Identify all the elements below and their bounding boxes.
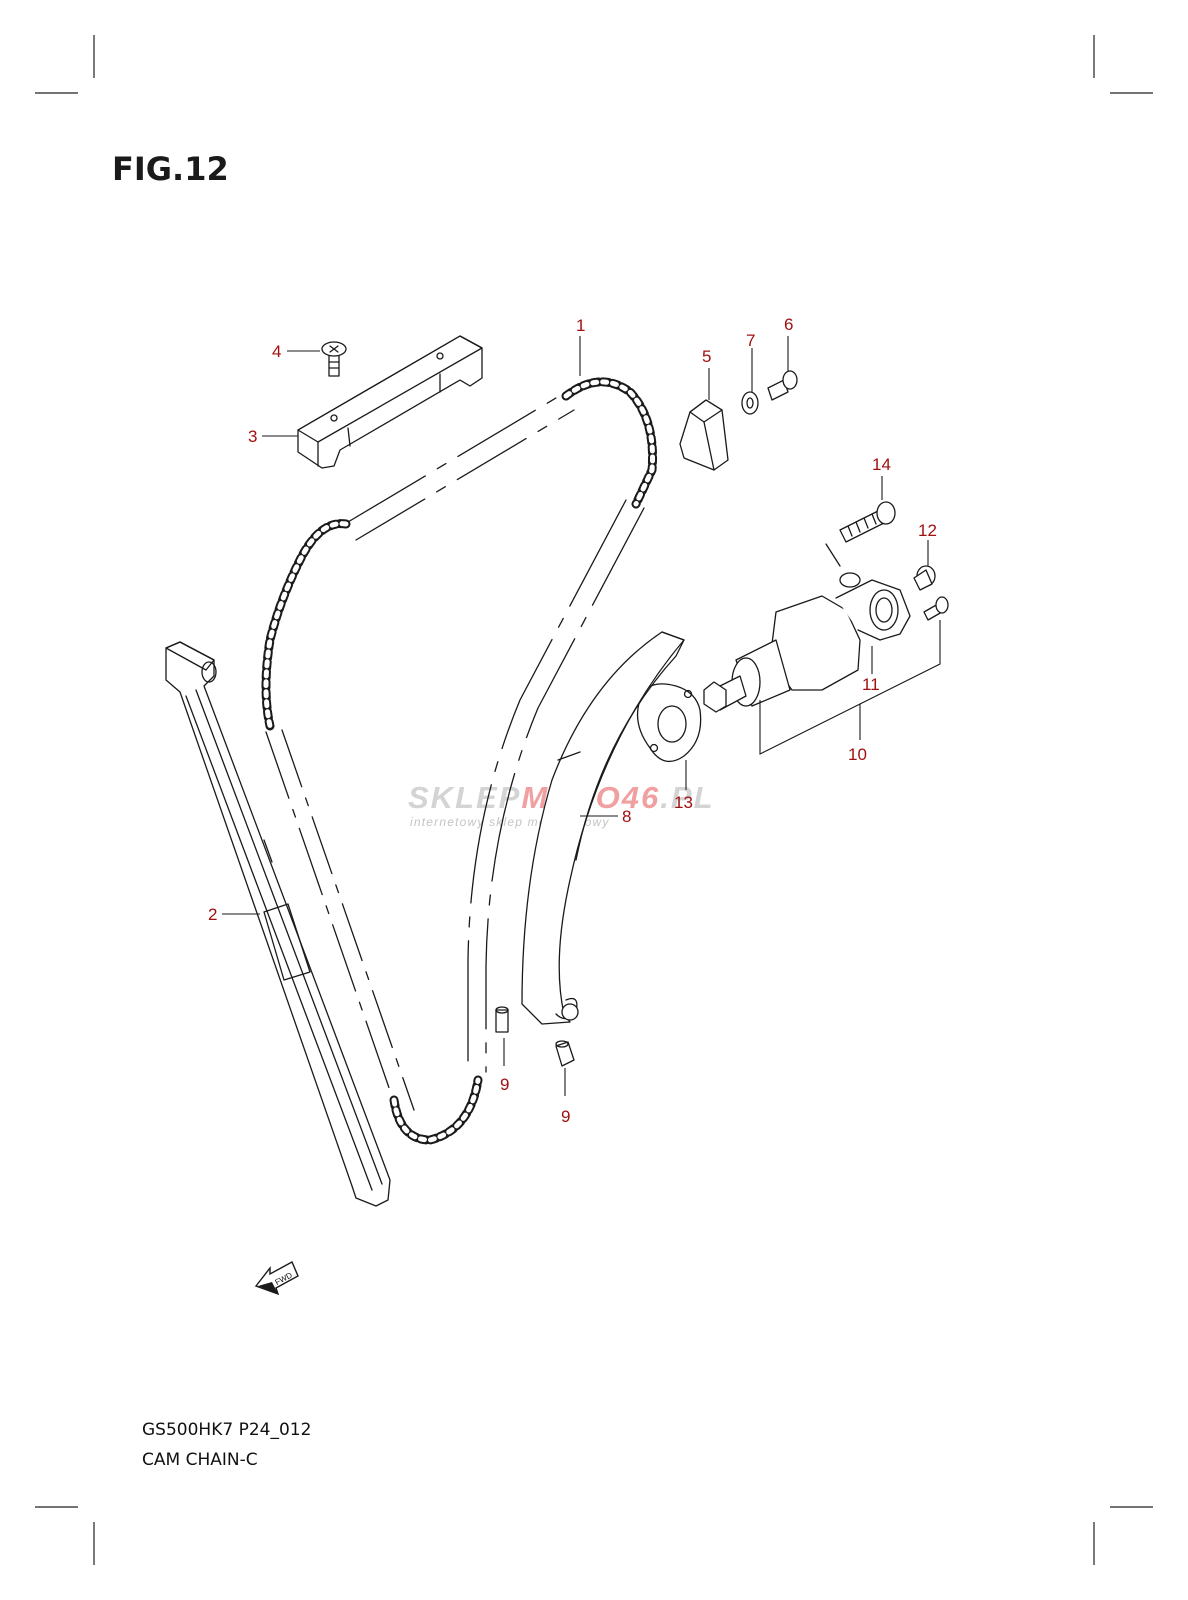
callout-5: 5 (702, 347, 711, 366)
watermark-brand-part1: SKLEP (408, 780, 521, 815)
callout-2: 2 (208, 905, 217, 924)
dowel-pin-9b (555, 1040, 575, 1067)
model-code: GS500HK7 P24_012 (142, 1420, 312, 1440)
tensioner-cap (679, 399, 729, 471)
svg-text:SKLEPMOTO46.PL: SKLEPMOTO46.PL (408, 780, 715, 815)
bolt-6 (767, 370, 798, 401)
fwd-arrow-icon: FWD (254, 1261, 299, 1296)
callout-6: 6 (784, 315, 793, 334)
gasket-13 (636, 683, 702, 763)
callout-9a: 9 (500, 1075, 509, 1094)
watermark-brand-part3: 46 (621, 780, 660, 815)
bolt-14 (839, 501, 896, 543)
figure-title: FIG.12 (112, 150, 229, 188)
cap-bolt-12 (913, 565, 936, 591)
crop-marks (35, 35, 1153, 1565)
callout-3: 3 (248, 427, 257, 446)
callout-labels: 1 2 3 4 5 6 7 8 9 9 10 11 12 13 14 (208, 315, 937, 1126)
callout-14: 14 (872, 455, 891, 474)
callout-1: 1 (576, 316, 585, 335)
callout-9b: 9 (561, 1107, 570, 1126)
bolt-small (923, 596, 949, 621)
callout-12: 12 (918, 521, 937, 540)
bolt-4 (321, 341, 347, 377)
callout-11: 11 (862, 675, 880, 694)
callout-leaders (222, 336, 941, 1096)
chain-guide-front (165, 641, 391, 1207)
washer-7 (741, 391, 759, 415)
callout-13: 13 (674, 793, 693, 812)
tensioner-blade (521, 631, 685, 1025)
chain-guide-upper (297, 335, 483, 469)
dowel-pin-9a (495, 1006, 509, 1033)
cam-chain (261, 377, 657, 1145)
callout-7: 7 (746, 331, 755, 350)
section-name: CAM CHAIN-C (142, 1450, 258, 1470)
callout-4: 4 (272, 342, 281, 361)
callout-10: 10 (848, 745, 867, 764)
callout-8: 8 (622, 807, 631, 826)
chain-tensioner (703, 543, 911, 713)
